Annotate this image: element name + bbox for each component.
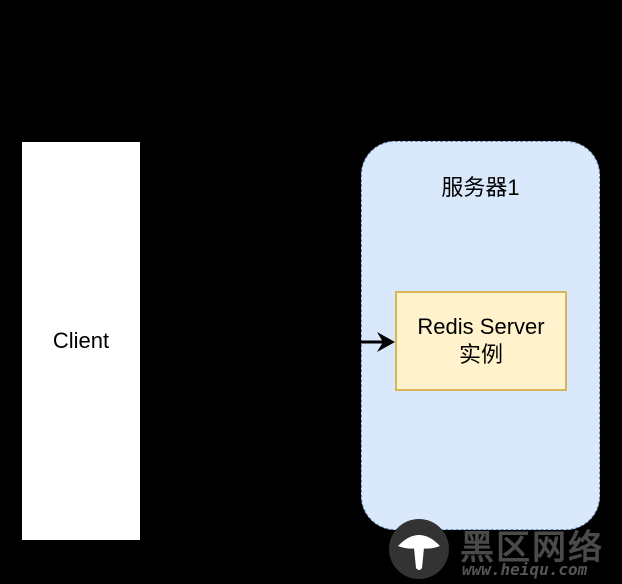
server-title: 服务器1 <box>441 175 520 200</box>
redis-server-instance: Redis Server 实例 <box>395 291 567 391</box>
watermark-title: 黑区网络 <box>460 528 604 568</box>
instance-label: 实例 <box>458 342 503 367</box>
client-box: Client <box>22 142 140 540</box>
watermark-url: www.heiqu.com <box>462 560 588 579</box>
redis-server-label: Redis Server <box>417 314 545 339</box>
watermark: 黑区网络 www.heiqu.com <box>388 516 618 580</box>
mushroom-logo-icon <box>389 519 449 579</box>
client-label: Client <box>52 328 110 353</box>
arrow-right-icon <box>357 332 395 352</box>
